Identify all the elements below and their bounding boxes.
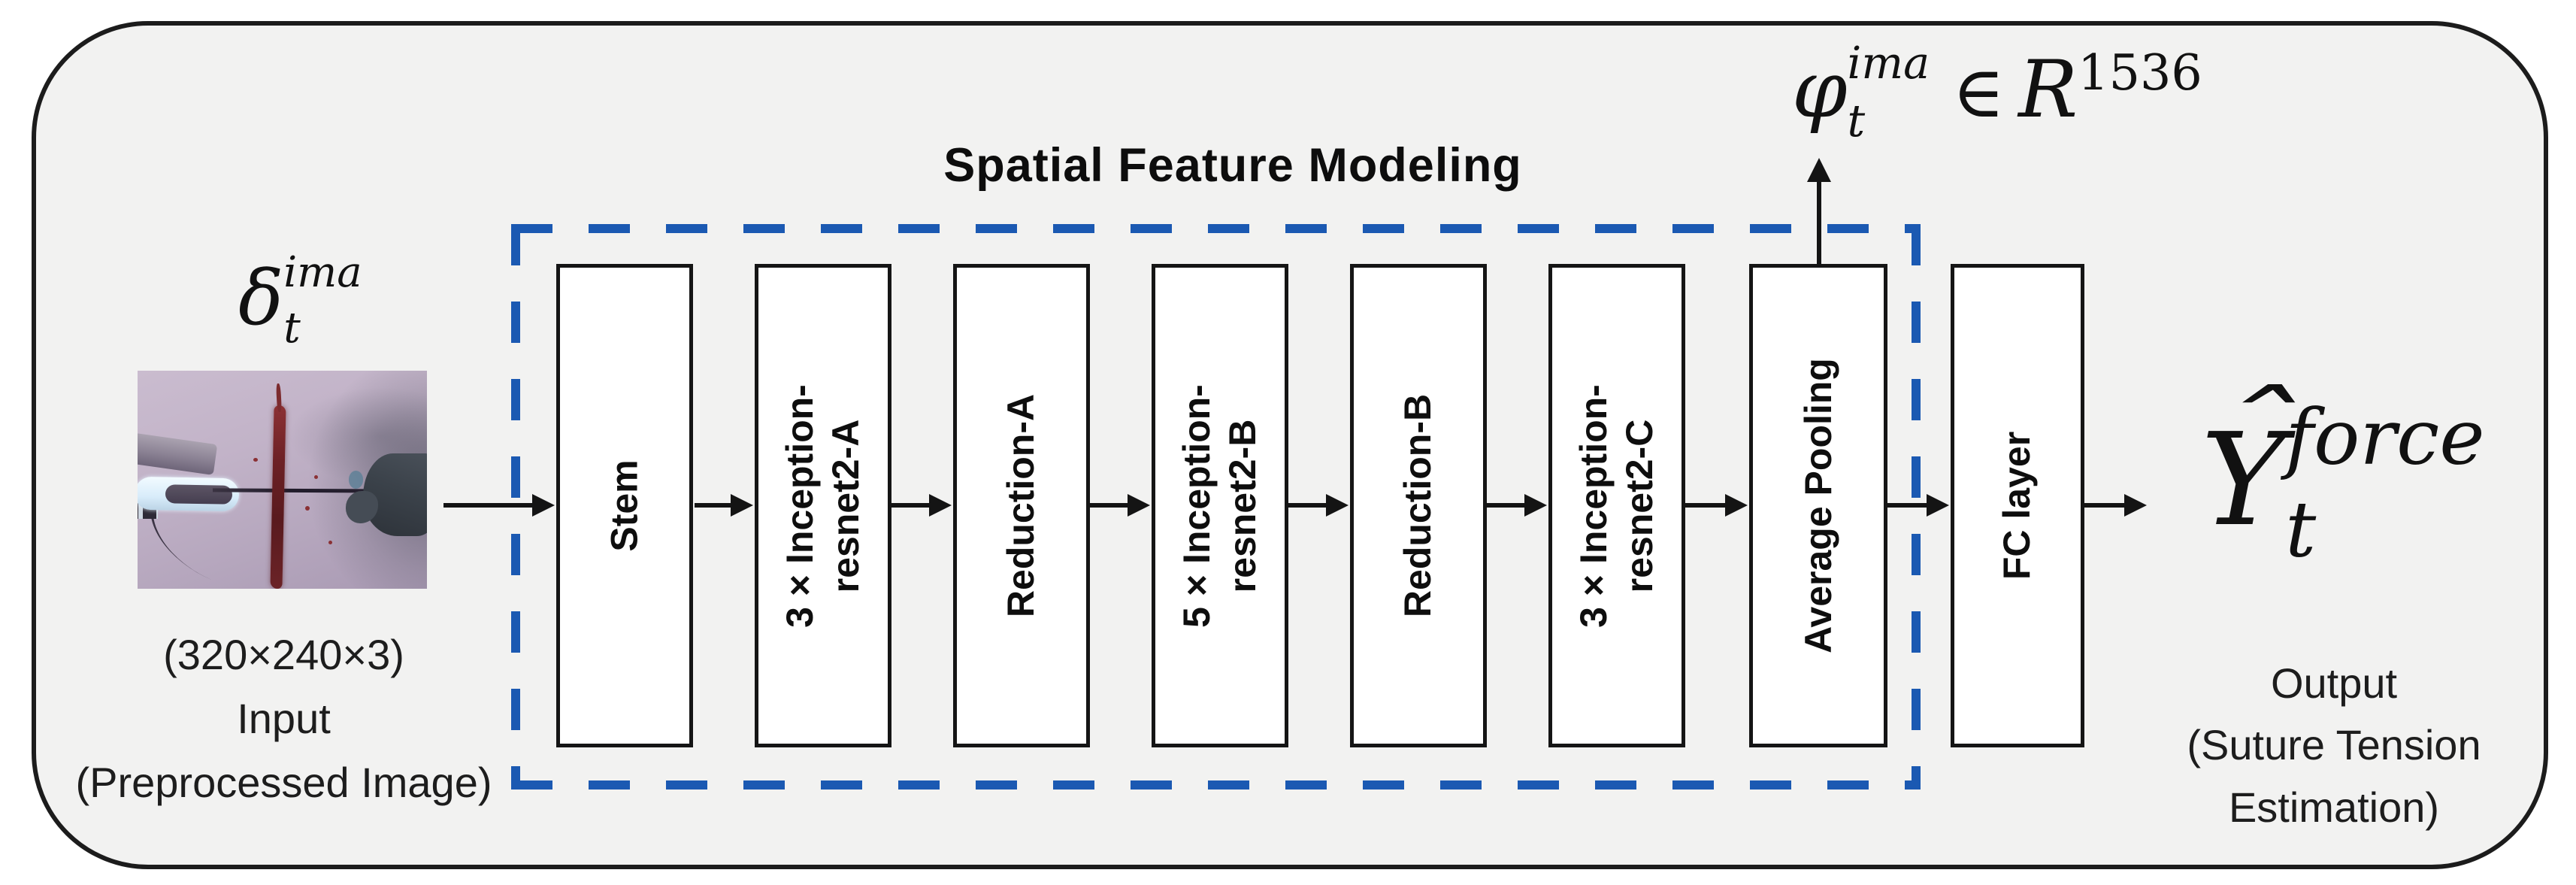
- right-arrow-icon-pool-to-fc: [1887, 503, 1928, 508]
- right-arrow-icon-input-to-stem: [443, 503, 534, 508]
- layer-box-reduction-b: Reduction-B: [1350, 264, 1487, 747]
- layer-label: Average Pooling: [1797, 358, 1839, 653]
- right-arrow-icon-fc-to-output: [2084, 503, 2126, 508]
- hat-accent: ˆ: [2213, 371, 2299, 488]
- right-arrow-icon-b-to-redb: [1288, 503, 1327, 508]
- photo-blood-speck: [253, 458, 258, 462]
- layer-label: 5 × Inception- resnet2-B: [1176, 383, 1264, 628]
- output-symbol-superscript: force: [2285, 392, 2485, 483]
- dashed-boundary-bottom: [511, 780, 1921, 790]
- feature-space-symbol: R: [2018, 44, 2078, 135]
- photo-blood-speck: [305, 505, 310, 511]
- layer-label: Reduction-A: [1000, 393, 1043, 618]
- section-title: Spatial Feature Modeling: [943, 139, 1522, 192]
- layer-box-inception-resnet2-b: 5 × Inception- resnet2-B: [1152, 264, 1288, 747]
- layer-box-reduction-a: Reduction-A: [953, 264, 1090, 747]
- right-arrow-icon-stem-to-a: [695, 503, 732, 508]
- feature-symbol-superscript: ima: [1847, 36, 1930, 89]
- layer-box-average-pooling: Average Pooling: [1749, 264, 1887, 747]
- photo-robot-gripper-jaw: [346, 490, 378, 523]
- layer-box-fc: FC layer: [1951, 264, 2084, 747]
- dashed-boundary-top: [511, 224, 1921, 233]
- layer-label: 3 × Inception- resnet2-A: [779, 383, 867, 628]
- figure-panel: [32, 21, 2548, 869]
- element-of-symbol: ∈: [1952, 51, 2005, 134]
- input-photo: [138, 371, 427, 589]
- right-arrow-icon-a-to-reda: [891, 503, 931, 508]
- photo-blood-speck: [328, 541, 333, 545]
- input-symbol-superscript: ima: [283, 248, 362, 298]
- layer-box-inception-resnet2-c: 3 × Inception- resnet2-C: [1548, 264, 1685, 747]
- layer-box-inception-resnet2-a: 3 × Inception- resnet2-A: [755, 264, 891, 747]
- layer-label: 3 × Inception- resnet2-C: [1573, 383, 1661, 628]
- output-sublabel: (Suture Tension: [2187, 721, 2481, 769]
- feature-dimension: 1536: [2078, 45, 2202, 102]
- output-symbol-subscript: t: [2285, 485, 2317, 575]
- photo-robot-gripper-highlight: [349, 471, 364, 489]
- input-symbol-subscript: t: [283, 304, 301, 353]
- output-caption: Output (Suture Tension Estimation): [2150, 653, 2518, 838]
- feature-symbol-subscript: t: [1847, 94, 1866, 147]
- input-label: Input: [237, 695, 331, 743]
- photo-blood-speck: [313, 475, 318, 480]
- right-arrow-icon-reda-to-b: [1090, 503, 1129, 508]
- feature-symbol-base: φ: [1792, 44, 1848, 135]
- right-arrow-icon-redb-to-c: [1486, 503, 1526, 508]
- input-sublabel: (Preprocessed Image): [75, 759, 492, 807]
- input-symbol-base: δ: [238, 254, 284, 342]
- input-size-label: (320×240×3): [163, 631, 404, 678]
- up-arrow-icon-feature-vector: [1817, 180, 1821, 266]
- layer-label: Reduction-B: [1397, 393, 1439, 618]
- layer-label: Stem: [603, 459, 646, 552]
- input-caption: (320×240×3) Input (Preprocessed Image): [75, 623, 492, 814]
- output-sublabel2: Estimation): [2228, 783, 2440, 831]
- layer-label: FC layer: [1996, 431, 2039, 580]
- layer-box-stem: Stem: [556, 264, 693, 747]
- output-label: Output: [2270, 659, 2398, 707]
- right-arrow-icon-c-to-pool: [1685, 503, 1727, 508]
